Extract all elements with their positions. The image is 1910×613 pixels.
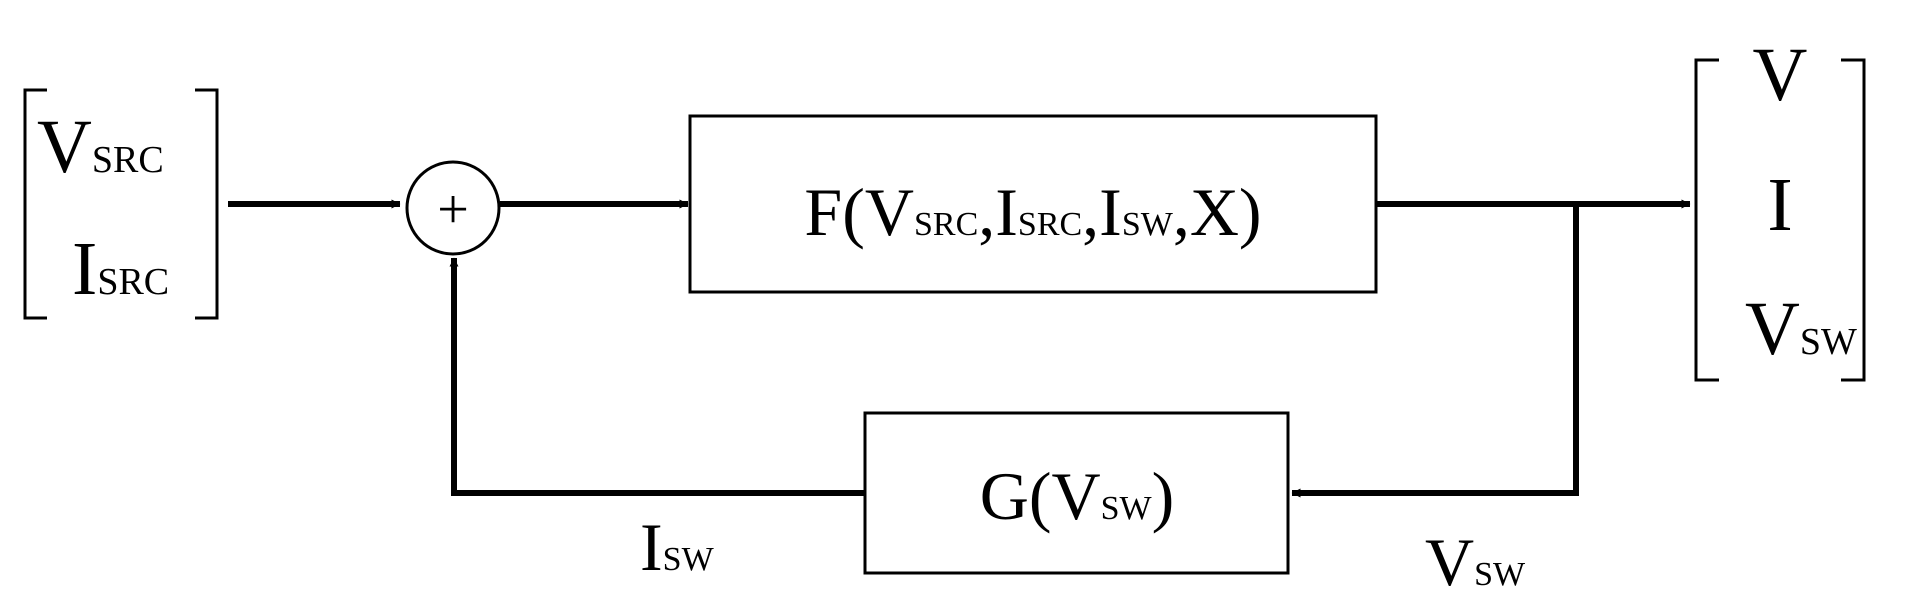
output-vector-v: V (1753, 33, 1808, 117)
isw-label: ISW (640, 509, 715, 585)
input-vector-isrc: ISRC (72, 227, 169, 311)
summer-plus: + (437, 179, 469, 241)
output-bracket-left (1694, 58, 1719, 382)
output-vector-vsw: VSW (1745, 287, 1857, 371)
input-vector-vsrc: VSRC (37, 105, 164, 189)
isw-feedback-wire (449, 257, 865, 496)
block-f-label: F(VSRC,ISRC,ISW,X) (804, 174, 1261, 250)
input-bracket-left (23, 88, 47, 320)
vsw-feedback-wire (1291, 204, 1579, 498)
output-bracket-right (1841, 58, 1866, 382)
vsw-label: VSW (1425, 524, 1526, 600)
summing-junction (405, 160, 501, 256)
block-g (863, 411, 1290, 575)
block-f (688, 114, 1378, 294)
block-g-label: G(VSW) (980, 458, 1175, 534)
output-vector-i: I (1767, 163, 1792, 247)
input-bracket-right (195, 88, 219, 320)
